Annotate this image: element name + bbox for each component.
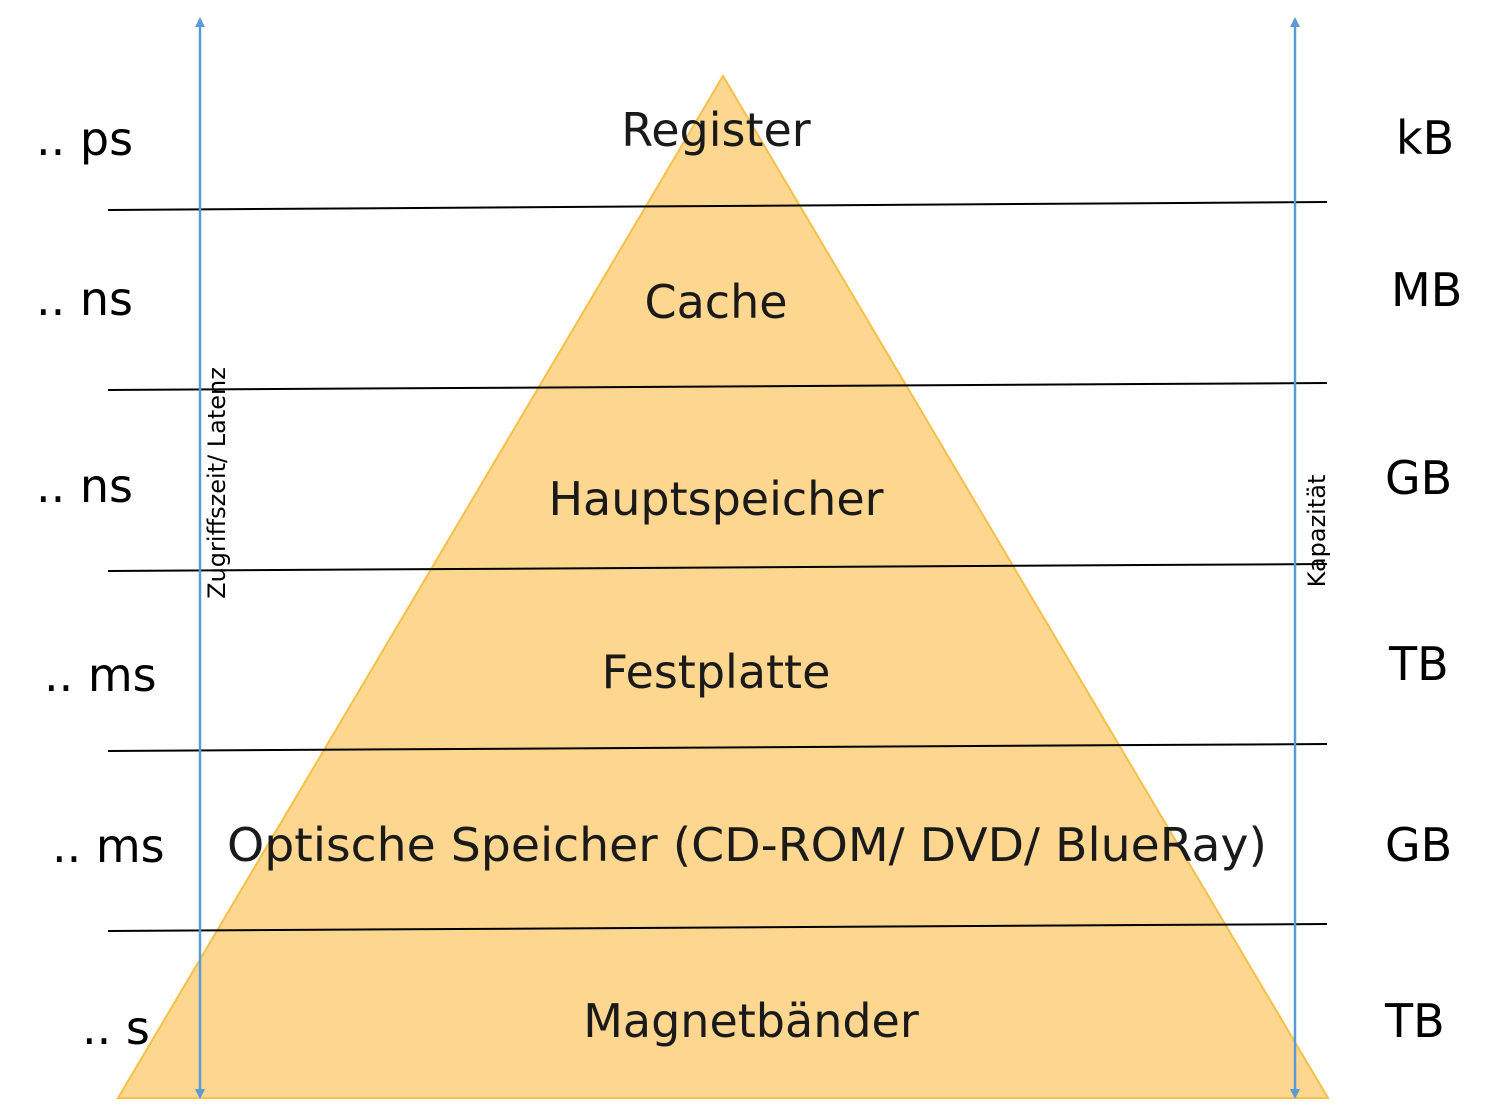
level-divider [107,743,1328,752]
level-label-optische-speicher: Optische Speicher (CD-ROM/ DVD/ BlueRay) [227,818,1267,872]
level-divider [107,201,1328,211]
capacity-axis-title: Kapazität [1303,475,1331,588]
level-divider [107,563,1328,572]
level-label-cache: Cache [644,275,787,329]
level-label-register: Register [621,103,810,157]
level-label-hauptspeicher: Hauptspeicher [548,472,883,526]
latency-value-hauptspeicher: .. ns [36,459,133,513]
capacity-value-festplatte: TB [1388,637,1449,691]
level-divider [107,923,1328,932]
level-label-festplatte: Festplatte [602,645,831,699]
level-divider [107,382,1328,391]
pyramid-shape [116,74,1330,1099]
capacity-value-hauptspeicher: GB [1385,451,1452,505]
latency-value-optische-speicher: .. ms [52,819,165,873]
latency-value-festplatte: .. ms [44,648,157,702]
capacity-value-cache: MB [1391,263,1462,317]
latency-value-register: .. ps [36,112,133,166]
capacity-value-optische-speicher: GB [1385,818,1452,872]
level-label-magnetbaender: Magnetbänder [583,994,919,1048]
capacity-value-register: kB [1396,111,1454,165]
capacity-value-magnetbaender: TB [1384,994,1445,1048]
latency-axis-title: Zugriffszeit/ Latenz [203,367,231,599]
latency-value-magnetbaender: .. s [82,1001,150,1055]
latency-value-cache: .. ns [36,272,133,326]
